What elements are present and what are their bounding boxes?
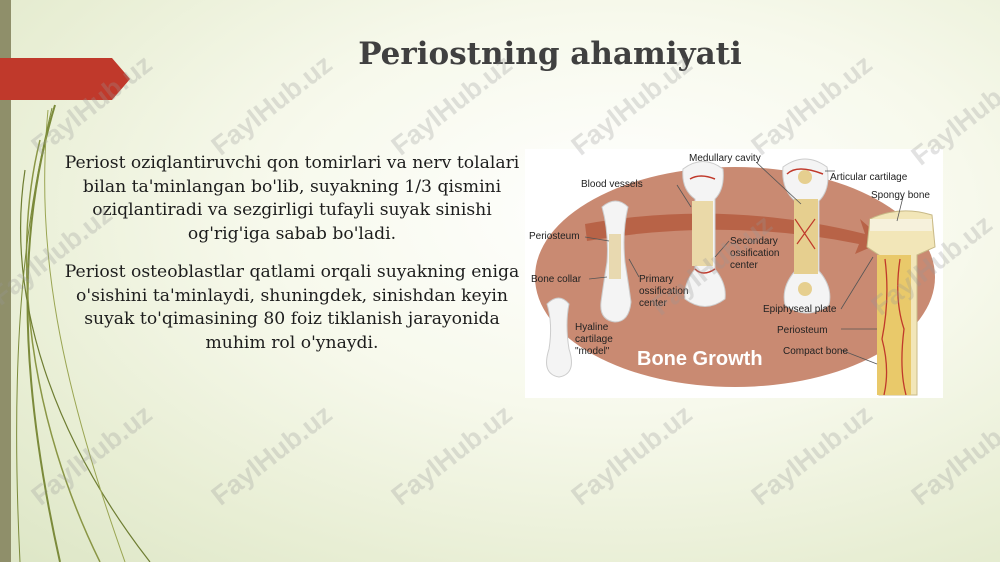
compact-bone [877,255,911,395]
label-primary-3: center [639,298,667,309]
watermark: FaylHub.uz [745,398,878,512]
paragraph-2: Periost osteoblastlar qatlami orqali suy… [64,262,520,353]
watermark: FaylHub.uz [385,398,518,512]
label-blood-vessels: Blood vessels [581,179,643,190]
watermark: FaylHub.uz [205,398,338,512]
label-hyaline-1: Hyaline [575,322,609,333]
slide-title: Periostning ahamiyati [358,36,742,72]
hyaline-cartilage-model [546,297,572,378]
diagram-title: Bone Growth [637,348,763,370]
label-secondary-2: ossification [730,248,779,259]
slide-body: Periost oziqlantiruvchi qon tomirlari va… [62,152,522,370]
bone-growth-diagram: Medullary cavity Blood vessels Articular… [525,149,943,398]
watermark: FaylHub.uz [565,398,698,512]
paragraph-1: Periost oziqlantiruvchi qon tomirlari va… [64,153,520,244]
label-articular-cartilage: Articular cartilage [830,172,908,183]
label-primary-1: Primary [639,274,673,285]
label-primary-2: ossification [639,286,688,297]
title-accent-tab [0,58,130,100]
left-accent-bar [0,0,11,562]
articular-cartilage [870,219,932,231]
label-medullary-cavity: Medullary cavity [689,153,761,164]
label-hyaline-3: "model" [575,346,610,357]
label-secondary-1: Secondary [730,236,778,247]
watermark: FaylHub.uz [905,398,1000,512]
bone-collar [609,234,621,279]
label-periosteum-left: Periosteum [529,231,580,242]
label-secondary-3: center [730,260,758,271]
label-bone-collar: Bone collar [531,274,582,285]
decorative-vines [16,104,151,562]
label-compact-bone: Compact bone [783,346,848,357]
label-hyaline-2: cartilage [575,334,613,345]
primary-ossification-center [692,201,713,266]
label-epiphyseal-plate: Epiphyseal plate [763,304,837,315]
label-periosteum-right: Periosteum [777,325,828,336]
label-spongy-bone: Spongy bone [871,190,930,201]
